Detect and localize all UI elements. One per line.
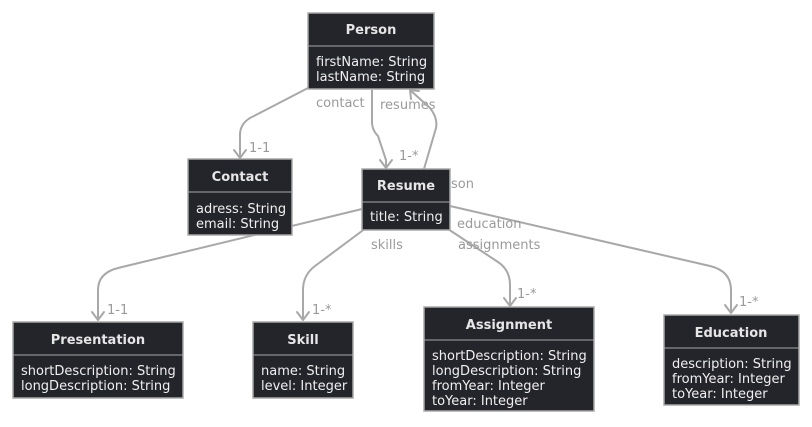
relation-label-education: education — [457, 217, 522, 232]
relation-resume-skill: skills 1-* — [296, 227, 403, 321]
arrowhead-education — [724, 304, 738, 314]
class-skill[interactable]: Skill name: String level: Integer — [252, 321, 354, 399]
class-title-skill: Skill — [287, 333, 318, 348]
relation-resume-assignment: assignments 1-* — [447, 228, 541, 307]
attribute-shortdescription: shortDescription: String — [21, 364, 176, 379]
class-education[interactable]: Education description: String fromYear: … — [663, 314, 800, 406]
arrowhead-assignment — [503, 297, 517, 307]
class-title-person: Person — [346, 23, 397, 38]
attribute-fromyear: fromYear: Integer — [672, 372, 785, 387]
class-title-assignment: Assignment — [466, 318, 552, 333]
attribute-longdescription: longDescription: String — [432, 364, 581, 379]
arrowhead-resume — [379, 159, 393, 169]
attribute-longdescription: longDescription: String — [21, 379, 170, 394]
class-title-resume: Resume — [377, 179, 435, 194]
attribute-toyear: toYear: Integer — [432, 394, 528, 409]
attribute-adress: adress: String — [196, 202, 286, 217]
arrowhead-contact — [233, 149, 247, 159]
multiplicity-resumes: 1-* — [399, 149, 419, 164]
attribute-title: title: String — [370, 210, 443, 225]
attribute-description: description: String — [672, 357, 792, 372]
relation-resume-person: son — [409, 89, 474, 192]
relation-label-contact: contact — [316, 96, 365, 111]
class-contact[interactable]: Contact adress: String email: String — [187, 158, 293, 236]
arrowhead-presentation — [91, 311, 105, 321]
class-person[interactable]: Person firstName: String lastName: Strin… — [307, 12, 435, 90]
relation-label-son: son — [451, 177, 474, 192]
multiplicity-assignment: 1-* — [517, 287, 537, 302]
relation-resume-education: education 1-* — [449, 205, 759, 314]
attribute-firstname: firstName: String — [316, 55, 427, 70]
attribute-email: email: String — [196, 217, 279, 232]
class-assignment[interactable]: Assignment shortDescription: String long… — [423, 306, 595, 412]
attribute-toyear: toYear: Integer — [672, 387, 768, 402]
arrowhead-person — [409, 89, 420, 100]
relation-label-assignments: assignments — [458, 238, 541, 253]
multiplicity-contact: 1-1 — [249, 141, 270, 156]
class-title-education: Education — [695, 326, 768, 341]
class-presentation[interactable]: Presentation shortDescription: String lo… — [12, 321, 184, 399]
attribute-level: level: Integer — [261, 379, 348, 394]
attribute-fromyear: fromYear: Integer — [432, 379, 545, 394]
class-title-contact: Contact — [212, 170, 269, 185]
attribute-name: name: String — [261, 364, 345, 379]
multiplicity-education: 1-* — [739, 295, 759, 310]
relation-person-resume: resumes 1-* — [371, 90, 436, 169]
attribute-lastname: lastName: String — [316, 70, 425, 85]
relation-person-contact: contact 1-1 — [233, 87, 365, 159]
attribute-shortdescription: shortDescription: String — [432, 349, 587, 364]
arrowhead-skill — [296, 311, 310, 321]
class-title-presentation: Presentation — [51, 333, 145, 348]
class-resume[interactable]: Resume title: String — [361, 168, 451, 231]
multiplicity-skill: 1-* — [312, 303, 332, 318]
relation-resume-presentation: 1-1 — [91, 208, 363, 321]
multiplicity-presentation: 1-1 — [107, 303, 128, 318]
relation-label-skills: skills — [371, 238, 403, 253]
